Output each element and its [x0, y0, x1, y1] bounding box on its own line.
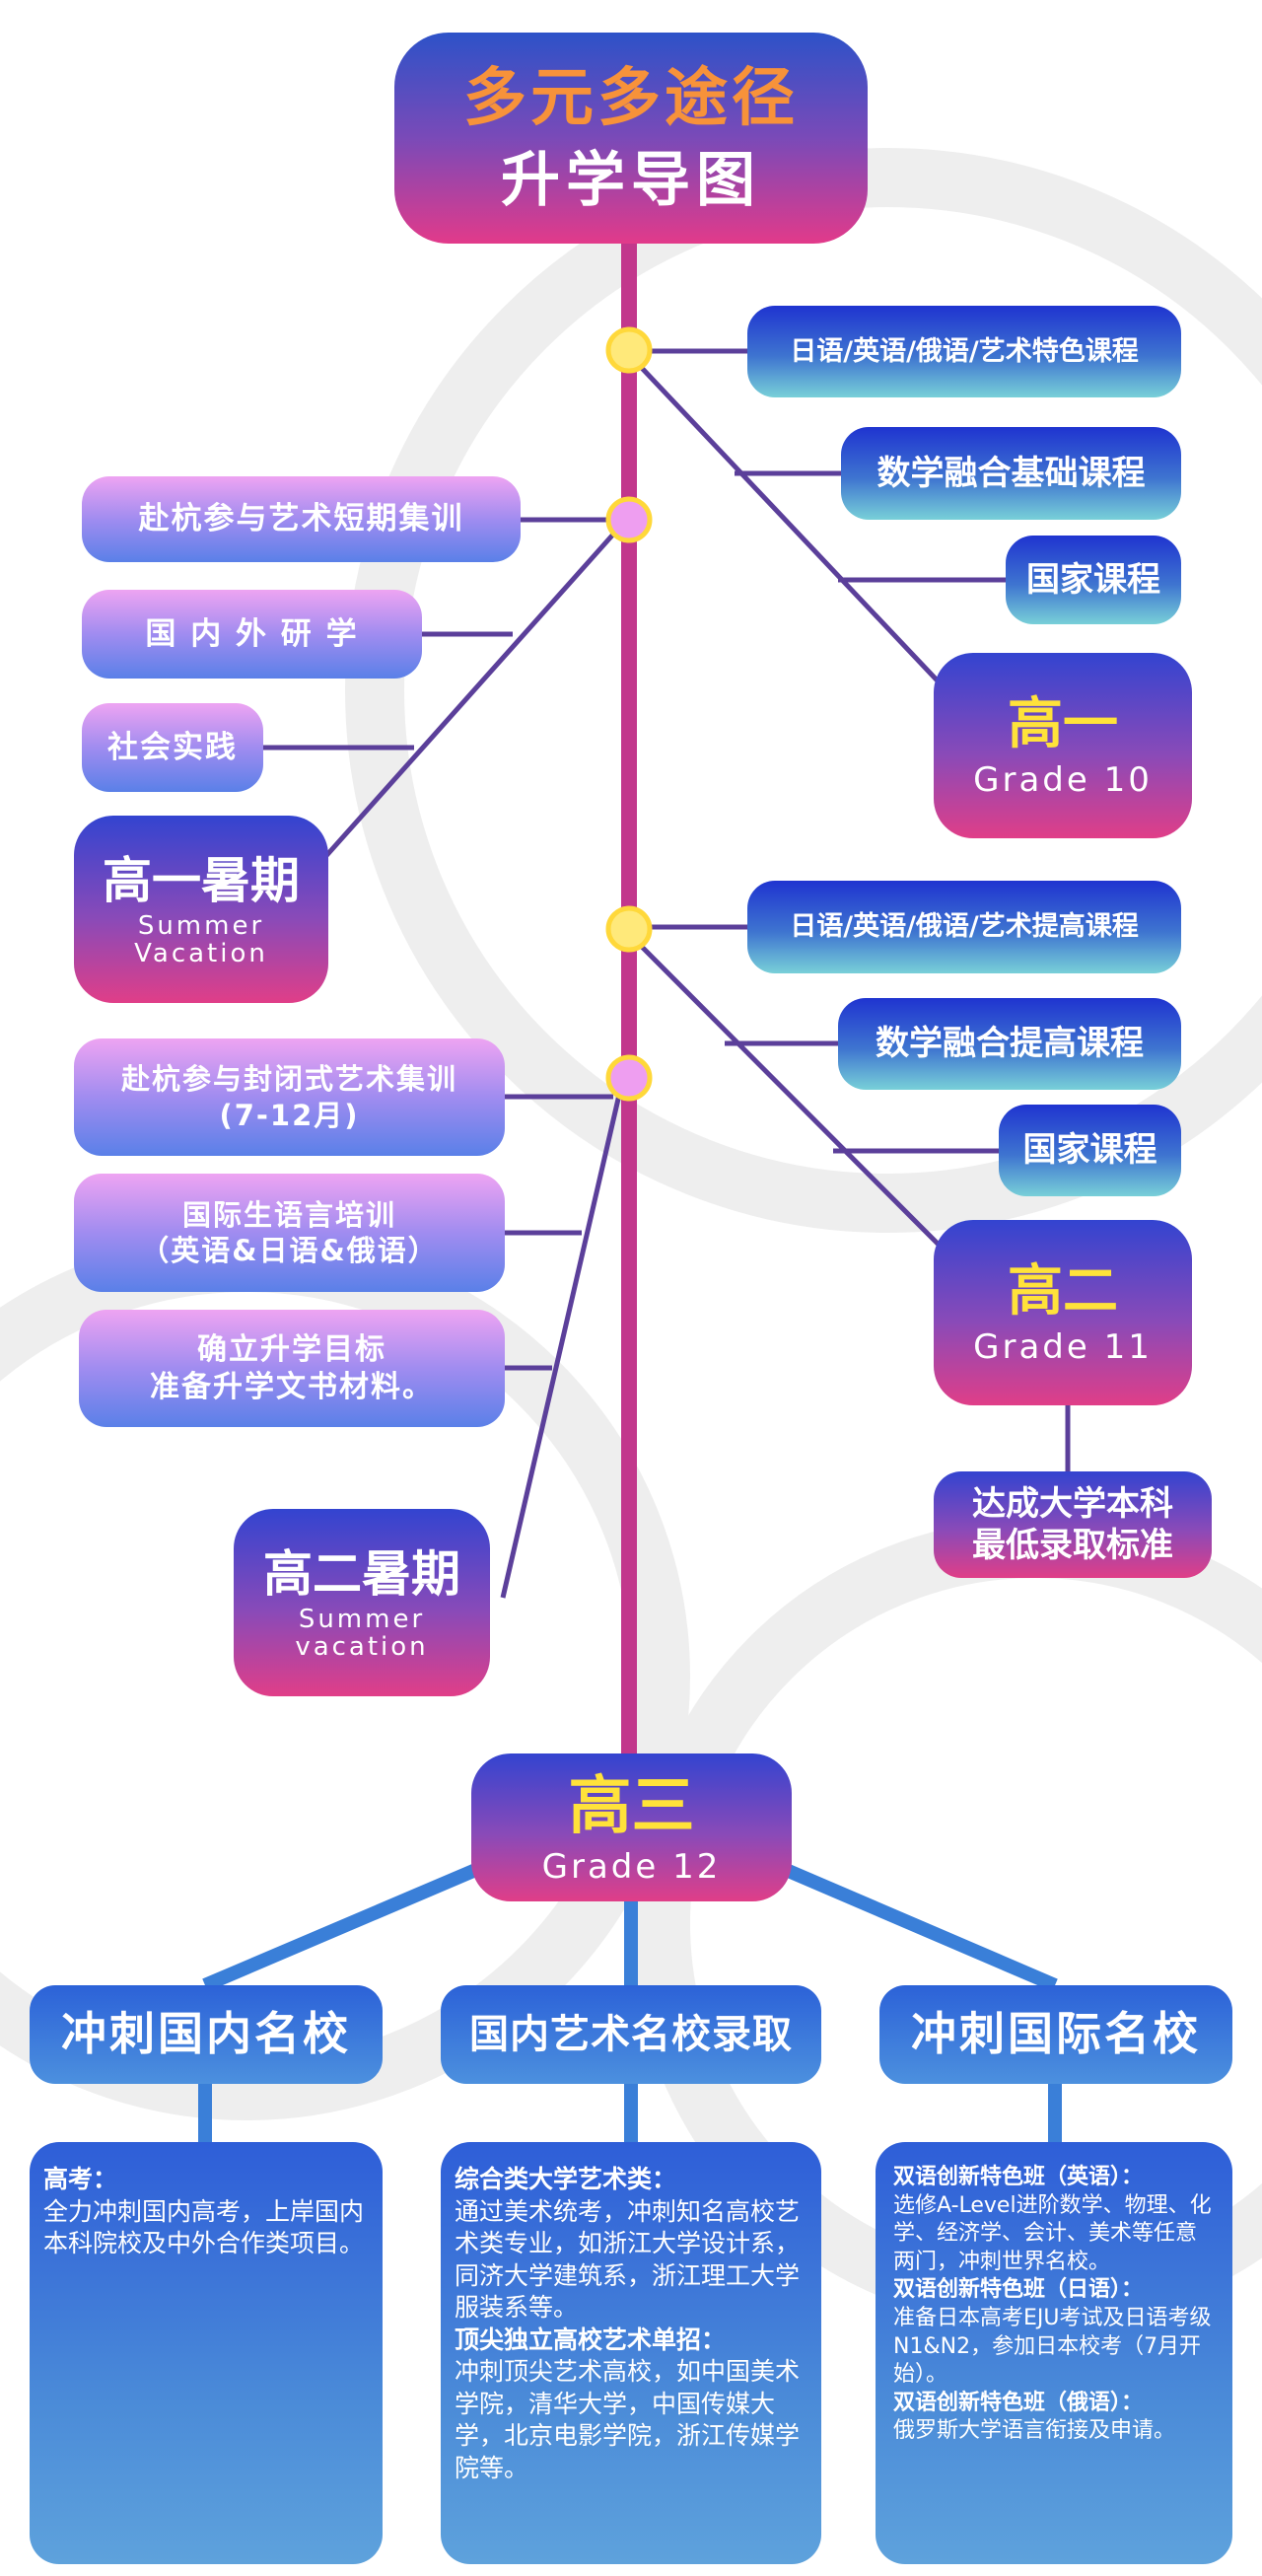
- course-g11-1: 日语/英语/俄语/艺术提高课程: [747, 881, 1181, 973]
- grade11-goal-box: 达成大学本科 最低录取标准: [934, 1471, 1212, 1578]
- section-heading: 双语创新特色班（俄语）：: [893, 2390, 1144, 2415]
- grade12-box: 高三 Grade 12: [471, 1753, 792, 1901]
- section-heading: 高考：: [43, 2165, 118, 2193]
- section-heading: 顶尖独立高校艺术单招：: [455, 2325, 727, 2354]
- timeline-node-4: [605, 1054, 653, 1102]
- grade10-title: 高一: [1008, 691, 1118, 756]
- course-g11-3: 国家课程: [999, 1105, 1181, 1196]
- section-text: 全力冲刺国内高考，上岸国内本科院校及中外合作类项目。: [43, 2196, 365, 2258]
- activity-s2-1: 赴杭参与封闭式艺术集训 (7-12月): [74, 1038, 505, 1156]
- path-content-domestic: 高考： 全力冲刺国内高考，上岸国内本科院校及中外合作类项目。: [30, 2142, 383, 2564]
- connector-grade11: [637, 942, 948, 1254]
- activity-s2-1-line1: 赴杭参与封闭式艺术集训: [120, 1062, 457, 1097]
- activity-s2-1-line2: (7-12月): [219, 1098, 360, 1132]
- path-header-art: 国内艺术名校录取: [441, 1985, 821, 2084]
- section-text: 俄罗斯大学语言衔接及申请。: [893, 2418, 1176, 2444]
- activity-s1-2: 国 内 外 研 学: [82, 590, 422, 679]
- summer2-subtitle-1: Summer: [298, 1604, 426, 1634]
- connector-path-3: [746, 1847, 1058, 1992]
- path-content-art: 综合类大学艺术类： 通过美术统考，冲刺知名高校艺术类专业，如浙江大学设计系，同济…: [441, 2142, 821, 2564]
- activity-s1-1: 赴杭参与艺术短期集训: [82, 476, 521, 562]
- goal-line2: 最低录取标准: [972, 1526, 1173, 1565]
- section-text: 冲刺顶尖艺术高校，如中国美术学院，清华大学，中国传媒大学，北京电影学院，浙江传媒…: [455, 2357, 801, 2482]
- summer1-box: 高一暑期 Summer Vacation: [74, 816, 328, 1003]
- connector-grade10: [637, 363, 948, 692]
- course-g10-3: 国家课程: [1006, 536, 1181, 624]
- activity-s1-3: 社会实践: [82, 703, 263, 792]
- title-box: 多元多途径 升学导图: [394, 33, 868, 244]
- course-g11-2: 数学融合提高课程: [838, 998, 1181, 1090]
- timeline-node-1: [605, 326, 653, 374]
- connector-summer1: [314, 526, 621, 870]
- summer1-subtitle: Summer Vacation: [134, 910, 268, 969]
- grade11-box: 高二 Grade 11: [934, 1220, 1192, 1405]
- section-heading: 双语创新特色班（英语）：: [893, 2165, 1144, 2189]
- section-heading: 双语创新特色班（日语）：: [893, 2277, 1144, 2303]
- summer2-subtitle-2: vacation: [295, 1632, 429, 1663]
- title-line2: 升学导图: [501, 145, 761, 215]
- activity-s2-2: 国际生语言培训 （英语&日语&俄语）: [74, 1174, 505, 1292]
- connector-summer2: [500, 1094, 622, 1599]
- path-header-domestic: 冲刺国内名校: [30, 1985, 383, 2084]
- activity-s2-3: 确立升学目标 准备升学文书材料。: [79, 1310, 505, 1427]
- section-text: 选修A-Level进阶数学、物理、化学、经济学、会计、美术等任意两门，冲刺世界名…: [893, 2192, 1212, 2274]
- connector-path-1: [202, 1847, 516, 1992]
- goal-line1: 达成大学本科: [972, 1483, 1173, 1524]
- activity-s2-2-line1: 国际生语言培训: [181, 1197, 396, 1232]
- path-header-international: 冲刺国际名校: [879, 1985, 1232, 2084]
- path-content-international: 双语创新特色班（英语）： 选修A-Level进阶数学、物理、化学、经济学、会计、…: [876, 2142, 1232, 2564]
- summer2-title: 高二暑期: [263, 1545, 460, 1604]
- activity-s2-3-line2: 准备升学文书材料。: [150, 1369, 434, 1404]
- grade10-box: 高一 Grade 10: [934, 653, 1192, 838]
- grade10-subtitle: Grade 10: [973, 759, 1153, 800]
- section-text: 准备日本高考EJU考试及日语考级N1&N2，参加日本校考（7月开始）。: [893, 2305, 1212, 2388]
- activity-s2-2-line2: （英语&日语&俄语）: [140, 1234, 439, 1267]
- summer1-title: 高一暑期: [103, 852, 300, 910]
- timeline-node-3: [605, 905, 653, 953]
- summer2-box: 高二暑期 Summer vacation: [234, 1509, 490, 1696]
- grade11-title: 高二: [1008, 1258, 1118, 1324]
- grade12-title: 高三: [568, 1769, 695, 1843]
- section-heading: 综合类大学艺术类：: [455, 2165, 677, 2193]
- activity-s2-3-line1: 确立升学目标: [197, 1332, 386, 1367]
- grade12-subtitle: Grade 12: [541, 1846, 722, 1887]
- timeline-node-2: [605, 496, 653, 543]
- course-g10-1: 日语/英语/俄语/艺术特色课程: [747, 306, 1181, 397]
- grade11-subtitle: Grade 11: [973, 1326, 1153, 1367]
- title-line1: 多元多途径: [463, 61, 799, 135]
- section-text: 通过美术统考，冲刺知名高校艺术类专业，如浙江大学设计系，同济大学建筑系，浙江理工…: [455, 2196, 801, 2323]
- course-g10-2: 数学融合基础课程: [841, 427, 1181, 520]
